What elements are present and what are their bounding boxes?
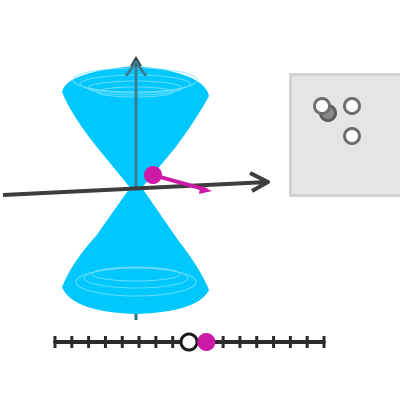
lower-rim-contours xyxy=(75,266,197,297)
drag-handle-1[interactable] xyxy=(313,97,331,115)
horizontal-axis xyxy=(2,180,269,197)
drag-handle-3[interactable] xyxy=(343,127,361,145)
surface-point[interactable] xyxy=(144,166,162,184)
parameter-slider[interactable] xyxy=(53,332,326,352)
control-panel xyxy=(289,73,400,197)
tangent-vector-arrowhead xyxy=(199,186,212,194)
slider-origin-marker xyxy=(179,332,199,352)
lower-cone xyxy=(62,185,209,314)
drag-handle-2[interactable] xyxy=(343,97,361,115)
slider-value-knob[interactable] xyxy=(197,333,216,351)
vertical-axis-arrowhead-shadow xyxy=(124,59,148,77)
horizontal-axis-arrowhead xyxy=(249,171,270,193)
tangent-vector xyxy=(152,173,208,192)
